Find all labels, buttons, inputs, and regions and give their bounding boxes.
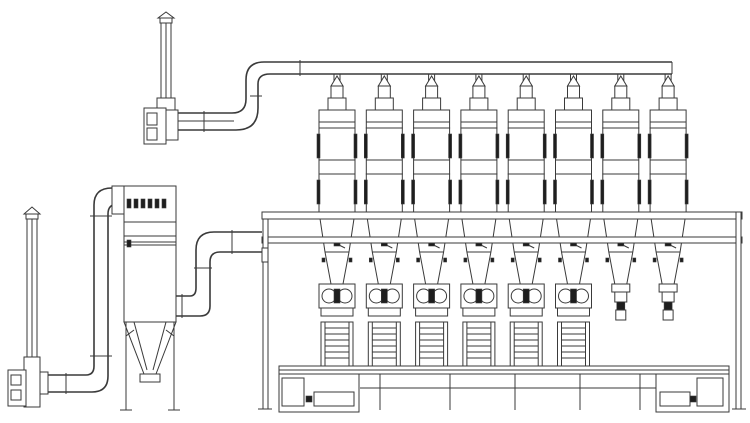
baghouse-filter	[111, 185, 180, 411]
upper-fan	[143, 107, 179, 145]
lower-duct	[48, 187, 124, 394]
cyclone	[411, 74, 452, 367]
upper-exhaust-stack	[156, 11, 176, 111]
cyclone	[316, 74, 358, 367]
cyclone-to-filter-duct	[176, 230, 262, 318]
bottom-conveyor	[278, 365, 730, 413]
cyclone-bank	[316, 74, 689, 367]
cyclone	[458, 74, 500, 367]
cyclone	[553, 74, 594, 367]
lower-exhaust-stack	[22, 206, 42, 408]
cyclone	[505, 74, 547, 367]
upper-duct	[178, 60, 673, 132]
cyclone	[647, 74, 689, 321]
cyclone	[600, 74, 642, 321]
cyclone	[363, 74, 405, 367]
lower-fan	[7, 369, 49, 407]
support-frame	[258, 211, 746, 410]
